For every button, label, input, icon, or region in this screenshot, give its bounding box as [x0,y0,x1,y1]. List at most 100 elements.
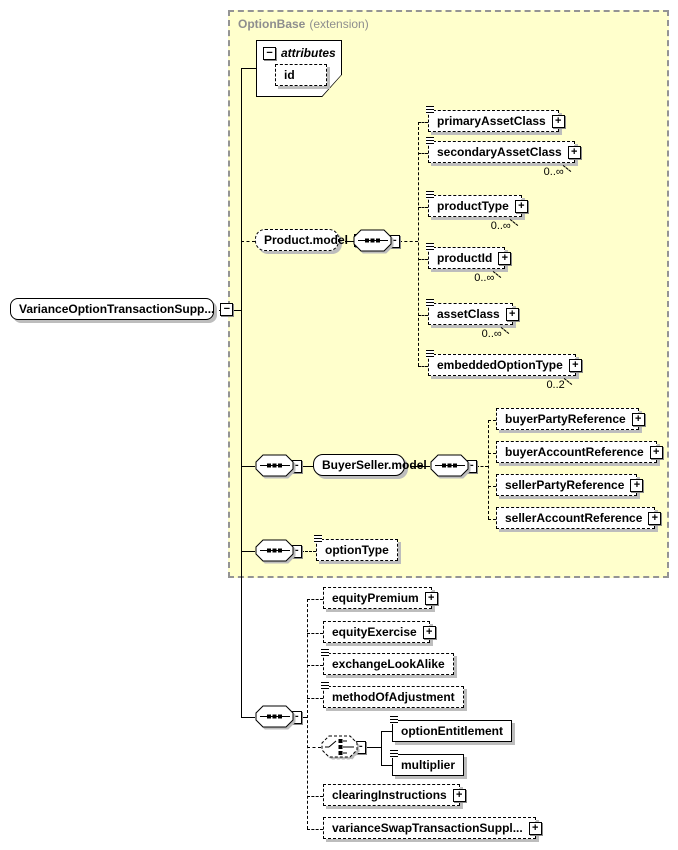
extension-title: OptionBase(extension) [238,17,369,31]
element-label: productType [437,199,509,213]
element-seller-account-reference[interactable]: sellerAccountReference + [496,507,662,529]
element-label: clearingInstructions [332,788,447,802]
connector [418,366,428,367]
expand-toggle[interactable]: + [551,114,565,128]
connector [301,717,307,718]
product-sequence-icon[interactable]: − [353,229,400,253]
attribute-id-node[interactable]: id [275,64,327,86]
occurrence-label: 0..∞ [481,328,502,340]
connector [241,717,255,718]
annotation-icon [426,137,434,145]
entitlement-choice-icon[interactable]: − [321,735,366,759]
element-label: Product.model [264,233,349,247]
element-equity-premium[interactable]: equityPremium + [323,587,438,609]
expand-toggle[interactable]: + [505,307,519,321]
expand-toggle[interactable]: + [630,478,644,492]
element-label: equityPremium [332,591,419,605]
connector [418,259,428,260]
connector [381,731,392,732]
occurrence-label: 0..∞ [543,166,564,178]
element-label: multiplier [401,758,456,772]
element-label: optionEntitlement [401,724,503,738]
element-label: id [284,68,295,82]
connector [301,466,313,467]
connector [418,153,428,154]
buyerseller-model-group[interactable]: BuyerSeller.model − [313,454,446,476]
element-option-type[interactable]: optionType [314,535,398,561]
supplement-sequence-icon[interactable]: − [255,705,302,729]
connector [345,241,354,242]
connector [241,466,255,467]
element-buyer-party-reference[interactable]: buyerPartyReference + [496,408,645,430]
extension-kind: (extension) [309,17,369,31]
element-label: buyerAccountReference [505,445,644,459]
element-clearing-instructions[interactable]: clearingInstructions + [323,784,466,806]
occurrence-label: 0..∞ [474,272,495,284]
element-product-type[interactable]: productType + 0..∞ [426,191,528,232]
element-label: varianceSwapTransactionSuppl... [332,821,523,835]
connector [241,68,242,717]
expand-toggle[interactable]: + [514,199,528,213]
annotation-icon [426,243,434,251]
connector [307,747,321,748]
element-label: buyerPartyReference [505,412,626,426]
element-asset-class[interactable]: assetClass + 0..∞ [426,299,519,340]
element-secondary-asset-class[interactable]: secondaryAssetClass + 0..∞ [426,137,581,178]
element-buyer-account-reference[interactable]: buyerAccountReference + [496,441,663,463]
element-label: assetClass [437,307,500,321]
element-exchange-look-alike[interactable]: exchangeLookAlike [321,649,454,675]
element-equity-exercise[interactable]: equityExercise + [323,621,436,643]
expand-toggle[interactable]: + [631,412,645,426]
element-seller-party-reference[interactable]: sellerPartyReference + [496,474,644,496]
annotation-icon [426,350,434,358]
connector [418,207,428,208]
optiontype-sequence-icon[interactable]: − [255,539,302,563]
expand-toggle[interactable]: + [648,511,662,525]
connector [381,765,392,766]
expand-toggle[interactable]: + [452,788,466,802]
element-option-entitlement[interactable]: optionEntitlement [390,716,512,742]
element-label: exchangeLookAlike [332,657,445,671]
root-element-node[interactable]: VarianceOptionTransactionSupp... − [10,298,234,320]
annotation-icon [321,649,329,657]
product-model-group[interactable]: Product.model − [255,229,368,251]
occurrence-label: 0..∞ [490,220,511,232]
collapse-toggle[interactable]: − [263,46,276,60]
element-label: sellerPartyReference [505,478,625,492]
connector [411,466,430,467]
attributes-container[interactable]: − attributes [256,40,342,97]
buyerseller-outer-sequence-icon[interactable]: − [255,454,302,478]
attributes-label: attributes [281,46,336,60]
expand-toggle[interactable]: + [498,251,512,265]
connector [307,599,323,600]
element-variance-swap-transaction-supplement[interactable]: varianceSwapTransactionSuppl... + [323,817,542,839]
connector [307,633,323,634]
element-product-id[interactable]: productId + 0..∞ [426,243,512,284]
annotation-icon [426,299,434,307]
annotation-icon [390,750,398,758]
connector [365,747,381,748]
expand-toggle[interactable]: + [422,625,436,639]
expand-toggle[interactable]: + [567,145,581,159]
occurrence-label: 0..2 [546,379,565,391]
element-method-of-adjustment[interactable]: methodOfAdjustment [321,682,464,708]
connector [418,315,428,316]
element-multiplier[interactable]: multiplier [390,750,465,776]
expand-toggle[interactable]: + [424,591,438,605]
element-embedded-option-type[interactable]: embeddedOptionType + 0..2 [426,350,582,391]
element-primary-asset-class[interactable]: primaryAssetClass + [426,106,565,132]
expand-toggle[interactable]: + [649,445,663,459]
element-label: embeddedOptionType [437,358,563,372]
buyerseller-inner-sequence-icon[interactable]: − [430,454,477,478]
connector [488,486,496,487]
collapse-toggle[interactable]: − [220,302,234,316]
connector [488,453,496,454]
connector [307,829,323,830]
element-label: optionType [325,543,389,557]
connector [307,665,323,666]
expand-toggle[interactable]: + [568,358,582,372]
connector [488,420,496,421]
expand-toggle[interactable]: + [528,821,542,835]
connector [418,122,419,366]
